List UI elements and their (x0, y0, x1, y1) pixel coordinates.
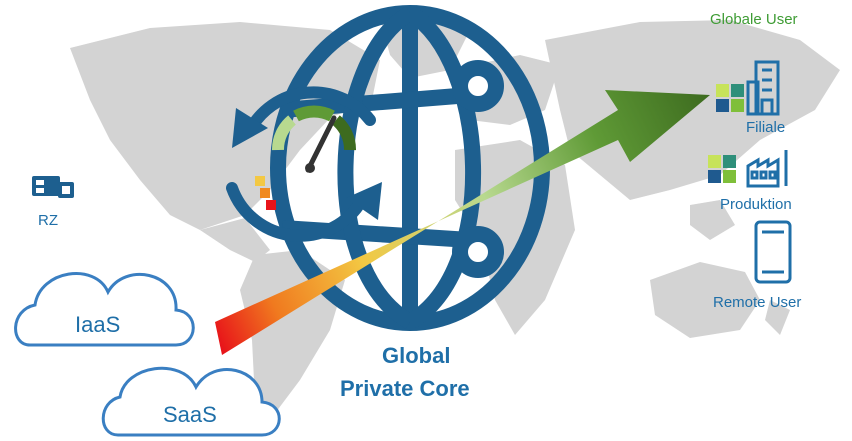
office-building-icon (746, 60, 780, 116)
core-title-line2: Private Core (340, 376, 470, 401)
smartphone-icon (754, 220, 792, 284)
saas-label: SaaS (163, 402, 217, 427)
square-tiles-logo-icon (716, 84, 744, 112)
data-center-icon (32, 176, 74, 198)
cloud-icon (14, 272, 195, 347)
iaas-label: IaaS (75, 312, 121, 337)
cloud-icon-saas (101, 366, 281, 437)
core-title-line1: Global (382, 343, 451, 368)
refresh-cycle-arrowheads (232, 108, 382, 220)
filiale-label: Filiale (746, 119, 786, 136)
rz-label: RZ (38, 212, 58, 229)
performance-gauge-icon (255, 105, 356, 210)
globale-user-label: Globale User (710, 11, 798, 28)
square-tiles-logo-icon-2 (708, 155, 736, 183)
growth-arrow-icon (215, 90, 710, 355)
produktion-label: Produktion (720, 196, 792, 213)
factory-icon (746, 150, 788, 188)
remote-user-label: Remote User (713, 294, 802, 311)
refresh-cycle-icon (226, 86, 376, 242)
